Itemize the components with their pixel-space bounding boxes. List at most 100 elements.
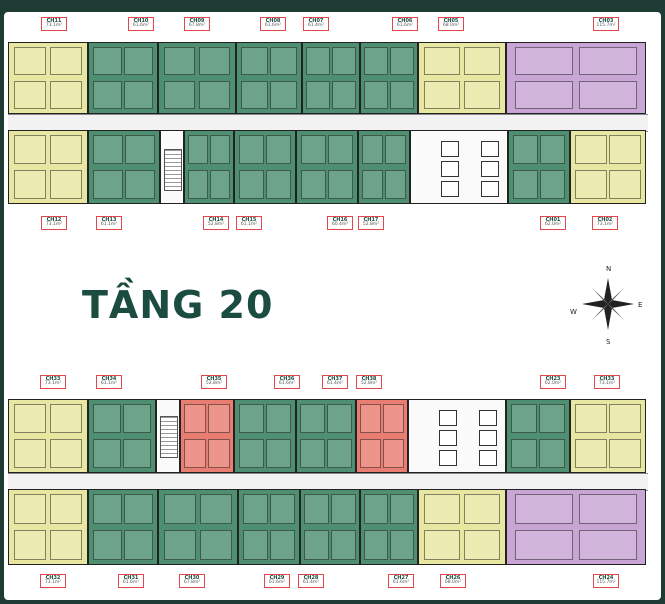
unit-ch13[interactable] <box>88 130 160 204</box>
room <box>539 404 566 434</box>
room <box>362 169 383 199</box>
room <box>575 438 607 468</box>
stair-icon <box>164 149 182 191</box>
unit-ch33-right[interactable] <box>570 399 646 473</box>
elevator-icon <box>439 430 457 446</box>
room <box>208 438 230 468</box>
unit-ch27[interactable] <box>360 489 418 565</box>
unit-ch14[interactable] <box>184 130 234 204</box>
elevator-icon <box>441 141 459 157</box>
room <box>300 438 325 468</box>
room <box>390 494 414 525</box>
elevator-icon <box>441 181 459 197</box>
room <box>242 529 268 560</box>
unit-ch03[interactable] <box>506 42 646 114</box>
unit-ch34[interactable] <box>88 399 156 473</box>
room <box>163 80 196 109</box>
room <box>515 529 574 560</box>
room <box>49 169 83 199</box>
room <box>209 169 231 199</box>
room <box>240 80 268 109</box>
elevator-icon <box>481 161 499 177</box>
unit-ch06[interactable] <box>360 42 418 114</box>
room <box>578 529 637 560</box>
room <box>515 80 574 109</box>
unit-ch05[interactable] <box>418 42 506 114</box>
room <box>327 404 352 434</box>
room <box>124 47 153 76</box>
room <box>306 47 330 76</box>
room <box>463 529 500 560</box>
elevator-icon <box>479 410 497 426</box>
room <box>93 135 123 165</box>
unit-ch09[interactable] <box>158 42 236 114</box>
room <box>124 494 153 525</box>
unit-ch10[interactable] <box>88 42 158 114</box>
room <box>238 169 264 199</box>
room <box>13 47 47 76</box>
unit-ch30[interactable] <box>158 489 238 565</box>
room <box>270 80 298 109</box>
unit-ch31[interactable] <box>88 489 158 565</box>
room <box>510 438 537 468</box>
unit-ch38[interactable] <box>356 399 408 473</box>
unit-ch16[interactable] <box>296 130 358 204</box>
room <box>240 47 268 76</box>
unit-ch32[interactable] <box>8 489 88 565</box>
elevator-core <box>408 399 506 473</box>
room <box>92 438 121 468</box>
unit-ch33-left[interactable] <box>8 399 88 473</box>
room <box>364 529 388 560</box>
room <box>93 169 123 199</box>
room <box>304 494 329 525</box>
room <box>184 404 206 434</box>
unit-ch07[interactable] <box>302 42 360 114</box>
room <box>578 494 637 525</box>
elevator-icon <box>479 450 497 466</box>
unit-ch17[interactable] <box>358 130 410 204</box>
unit-ch26[interactable] <box>418 489 506 565</box>
unit-ch24[interactable] <box>506 489 646 565</box>
compass-s: S <box>606 338 611 346</box>
unit-ch01[interactable] <box>508 130 570 204</box>
unit-ch37[interactable] <box>296 399 356 473</box>
room <box>424 80 461 109</box>
compass-n: N <box>606 265 611 273</box>
room <box>515 494 574 525</box>
room <box>123 438 152 468</box>
unit-ch35[interactable] <box>180 399 234 473</box>
room <box>512 135 538 165</box>
unit-ch11[interactable] <box>8 42 88 114</box>
unit-ch29[interactable] <box>238 489 300 565</box>
unit-ch15[interactable] <box>234 130 296 204</box>
room <box>49 438 83 468</box>
unit-ch23[interactable] <box>506 399 570 473</box>
room <box>390 529 414 560</box>
room <box>362 135 383 165</box>
unit-ch08[interactable] <box>236 42 302 114</box>
room <box>270 494 296 525</box>
room <box>390 80 414 109</box>
room <box>364 47 388 76</box>
unit-ch36[interactable] <box>234 399 296 473</box>
unit-ch02[interactable] <box>570 130 646 204</box>
unit-ch28[interactable] <box>300 489 360 565</box>
unit-ch12[interactable] <box>8 130 88 204</box>
